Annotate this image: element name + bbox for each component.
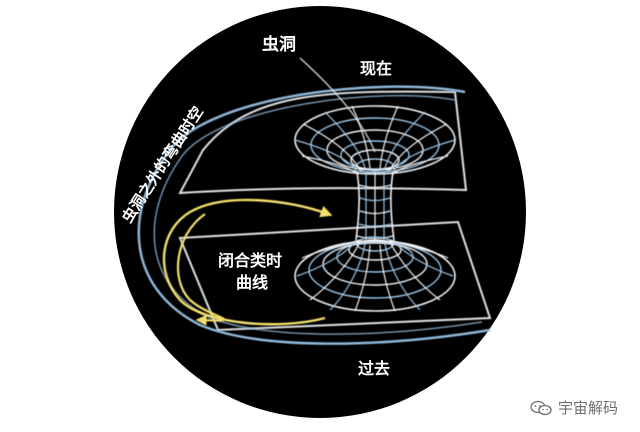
closed-timelike-curve — [162, 198, 333, 326]
wechat-icon — [530, 400, 552, 415]
lower-wormhole-mouth — [294, 236, 456, 312]
upper-spacetime-sheet — [178, 90, 468, 195]
wormhole-throat — [355, 171, 395, 241]
label-ctc-line2: 曲线 — [236, 273, 268, 292]
watermark-text: 宇宙解码 — [557, 399, 618, 417]
watermark: 宇宙解码 — [530, 397, 618, 418]
lower-spacetime-sheet — [178, 220, 492, 332]
wormhole-pointer-line — [299, 57, 376, 153]
curved-spacetime-band — [137, 85, 491, 345]
label-past: 过去 — [358, 359, 390, 378]
label-wormhole: 虫洞 — [262, 34, 296, 55]
label-now: 现在 — [360, 59, 392, 78]
label-ctc-line1: 闭合类时 — [218, 251, 282, 270]
